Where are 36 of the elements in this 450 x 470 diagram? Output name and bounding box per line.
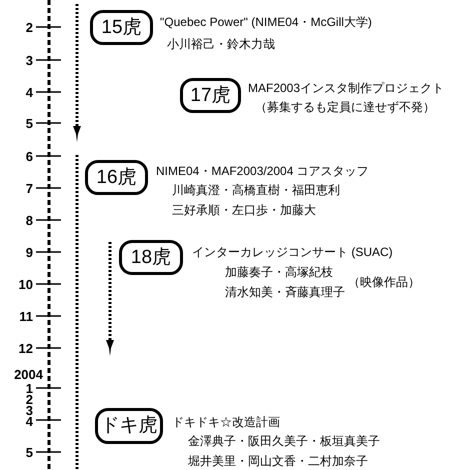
tick-label: 2004 xyxy=(14,369,43,381)
team-name-box: ドキ虎 xyxy=(95,408,163,444)
tick-label: 4 xyxy=(26,84,33,100)
member-names: 三好承順・左口歩・加藤大 xyxy=(172,202,316,218)
tick-label: 6 xyxy=(26,148,33,164)
tick-label: 1 xyxy=(26,382,33,394)
member-names: 小川裕己・鈴木力哉 xyxy=(167,36,275,52)
team-name-box: 15虎 xyxy=(90,10,153,45)
tick-label: 12 xyxy=(18,340,33,356)
project-title: ドキドキ☆改造計画 xyxy=(172,414,280,430)
tick-label: 3 xyxy=(26,52,33,68)
tick-label: 2 xyxy=(26,394,33,404)
tick-label: 10 xyxy=(18,276,33,292)
project-title: "Quebec Power" (NIME04・McGill大学) xyxy=(160,14,372,30)
member-names: 清水知美・斉藤真理子 xyxy=(225,284,345,300)
note-text: （映像作品） xyxy=(348,274,420,290)
project-title: インターカレッジコンサート (SUAC) xyxy=(192,244,393,260)
member-names: 金澤典子・阪田久美子・板垣真美子 xyxy=(188,433,380,449)
tick-label: 4 xyxy=(26,416,33,426)
tick-label: 9 xyxy=(26,244,33,260)
tick-label: 5 xyxy=(26,116,33,130)
tick-label: 3 xyxy=(26,404,33,416)
team-name-box: 18虎 xyxy=(119,240,183,275)
tick-label: 5 xyxy=(26,444,33,460)
member-names: 堀井美里・岡山文香・二村加奈子 xyxy=(188,453,368,469)
team-name-box: 17虎 xyxy=(180,78,241,113)
member-names: 川崎真澄・高橋直樹・福田恵利 xyxy=(172,182,340,198)
tick-label: 8 xyxy=(26,212,33,228)
project-title: NIME04・MAF2003/2004 コアスタッフ xyxy=(156,163,369,179)
project-title: MAF2003インスタ制作プロジェクト xyxy=(248,80,444,96)
tick-label: 2 xyxy=(26,20,33,34)
note-text: （募集するも定員に達せず不発） xyxy=(255,99,435,115)
team-name-box: 16虎 xyxy=(85,160,148,195)
member-names: 加藤奏子・高塚紀枝 xyxy=(225,264,333,280)
tick-label: 11 xyxy=(19,308,33,324)
tick-label: 7 xyxy=(26,180,33,196)
